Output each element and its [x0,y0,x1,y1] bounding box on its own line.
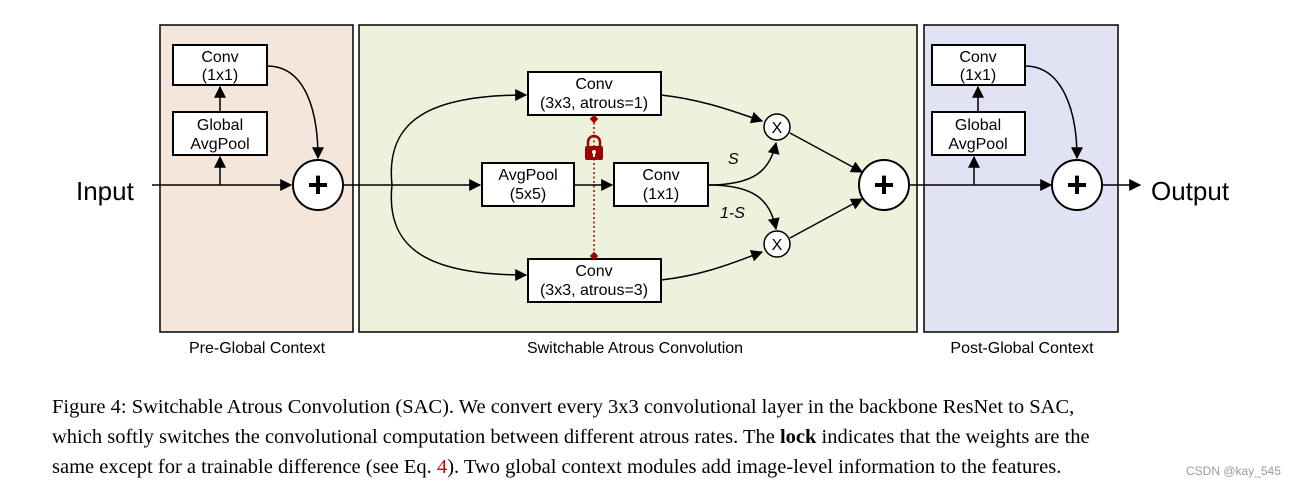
pre-conv-to-plus [266,65,324,160]
mult-top-to-plus [789,132,864,173]
svg-text:+: + [873,164,894,205]
post-conv-box: Conv (1x1) [931,44,1026,86]
svg-text:(3x3, atrous=1): (3x3, atrous=1) [540,95,648,112]
pre-global-avgpool-box: Global AvgPool [172,111,268,156]
post-global-avgpool-box: Global AvgPool [931,111,1026,156]
caption-line-1: Figure 4: Switchable Atrous Convolution … [52,396,1075,418]
svg-text:AvgPool: AvgPool [948,136,1007,153]
svg-text:X: X [772,120,783,137]
svg-text:(5x5): (5x5) [510,186,546,203]
svg-text:(1x1): (1x1) [960,67,996,84]
svg-text:Conv: Conv [575,263,612,280]
conv-top-box: Conv (3x3, atrous=1) [527,71,662,116]
sac-diagram: Pre-Global Context Switchable Atrous Con… [76,24,1230,357]
post-plus-node: + [1051,159,1103,211]
caption-line-2: which softly switches the convolutional … [52,426,1090,448]
svg-text:Conv: Conv [642,167,679,184]
lock-icon [585,134,603,160]
mult-bottom-node: X [763,230,791,258]
svg-text:Conv: Conv [575,76,612,93]
svg-text:AvgPool: AvgPool [190,136,249,153]
conv-bottom-to-mult [660,250,764,281]
caption-line-3: same except for a trainable difference (… [52,456,1062,478]
svg-text:AvgPool: AvgPool [498,167,557,184]
input-label: Input [76,176,135,206]
svg-text:Conv: Conv [959,49,996,66]
svg-text:Global: Global [197,117,243,134]
pre-conv-box: Conv (1x1) [172,44,268,86]
watermark: CSDN @kay_545 [1186,464,1281,478]
svg-text:X: X [772,237,783,254]
svg-text:(1x1): (1x1) [202,67,238,84]
output-label: Output [1151,176,1230,206]
switch-1s-arrow [707,184,780,231]
switch-s-label: S [728,151,739,168]
svg-text:Conv: Conv [201,49,238,66]
conv-mid-box: Conv (1x1) [613,162,709,207]
curve-to-conv-bottom [390,184,528,281]
svg-text:(3x3, atrous=3): (3x3, atrous=3) [540,282,648,299]
curve-to-conv-top [390,89,528,186]
caption-bold-lock: lock [779,426,817,448]
svg-text:+: + [307,164,328,205]
figure-caption: Figure 4: Switchable Atrous Convolution … [52,392,1267,482]
svg-text:+: + [1066,164,1087,205]
conv-bottom-box: Conv (3x3, atrous=3) [527,258,662,303]
switch-1s-label: 1-S [720,205,745,222]
sac-plus-node: + [858,159,910,211]
post-conv-to-plus [1024,65,1083,160]
sac-title: Switchable Atrous Convolution [527,340,743,357]
mult-top-node: X [763,113,791,141]
avgpool-box: AvgPool (5x5) [481,162,575,207]
svg-text:Global: Global [955,117,1001,134]
equation-reference-link[interactable]: 4 [436,456,448,478]
mult-bottom-to-plus [789,198,864,239]
post-global-context-title: Post-Global Context [950,340,1094,357]
svg-text:(1x1): (1x1) [643,186,679,203]
switch-s-arrow [707,141,780,186]
pre-plus-node: + [292,159,344,211]
pre-global-context-title: Pre-Global Context [189,340,326,357]
conv-top-to-mult [660,94,764,124]
